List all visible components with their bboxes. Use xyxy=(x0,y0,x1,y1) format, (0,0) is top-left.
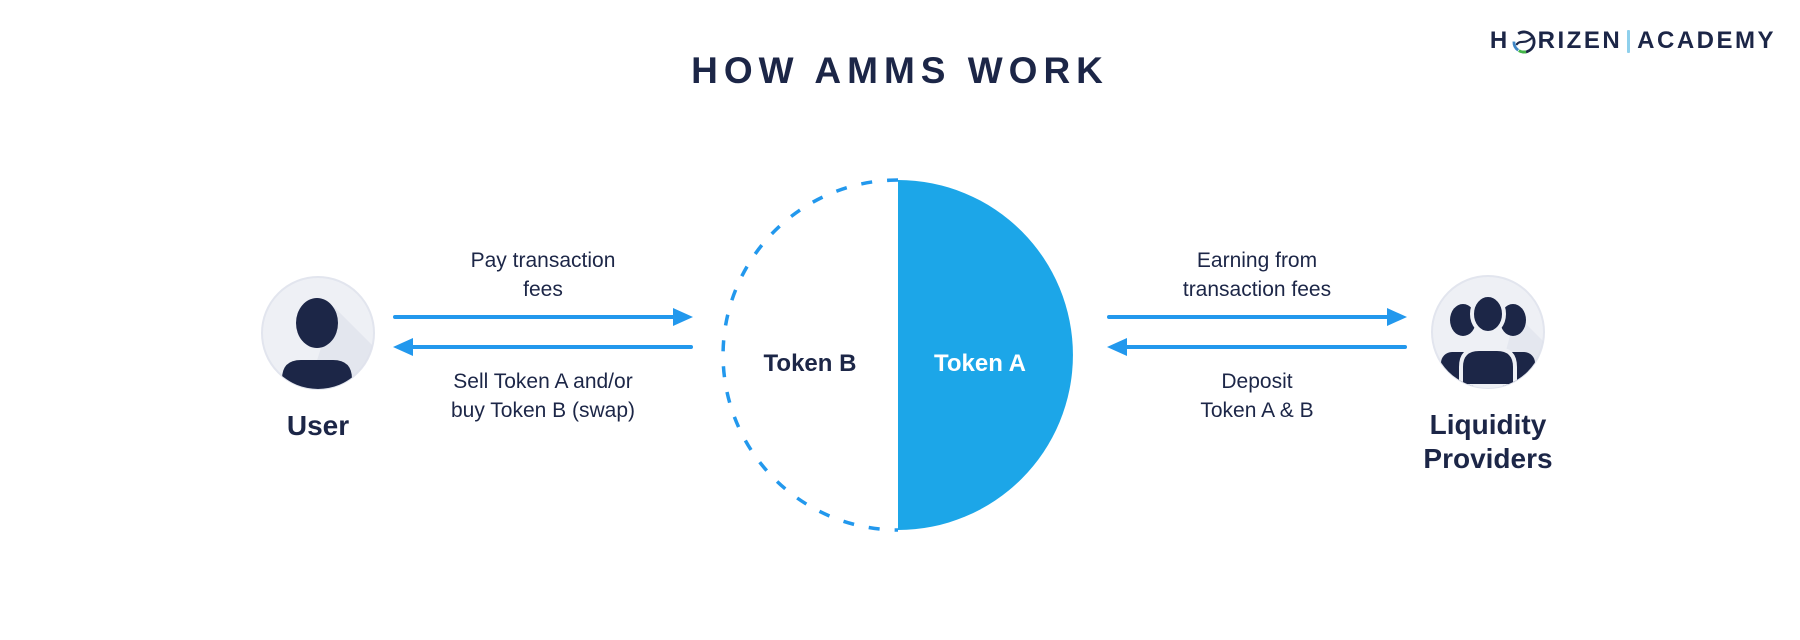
label-line: Deposit xyxy=(1221,370,1293,393)
label-line: Earning from xyxy=(1196,249,1318,272)
label-line: Sell Token A and/or xyxy=(453,370,633,393)
logo-separator xyxy=(1627,29,1631,53)
earning-from-fees-label: Earning from transaction fees xyxy=(1112,246,1402,304)
arrow-left-head-icon xyxy=(393,338,413,356)
label-line: transaction fees xyxy=(1182,278,1332,301)
label-line: fees xyxy=(523,278,563,301)
arrow-right-head-icon xyxy=(673,308,693,326)
token-b-label: Token B xyxy=(763,350,857,377)
arrow-line xyxy=(393,315,675,319)
arrow-line xyxy=(1125,345,1407,349)
logo-text-academy: ACADEMY xyxy=(1637,27,1776,54)
token-a-half xyxy=(898,180,1073,530)
logo-text-rizen: RIZEN xyxy=(1537,27,1623,54)
token-a-label: Token A xyxy=(933,350,1026,377)
deposit-tokens-label: Deposit Token A & B xyxy=(1112,367,1402,425)
token-b-half-dashed-arc xyxy=(721,178,899,532)
label-line: Pay transaction xyxy=(470,249,616,272)
liquidity-providers-label: Liquidity Providers xyxy=(1388,408,1588,476)
user-label: User xyxy=(286,410,350,441)
pay-transaction-fees-label: Pay transaction fees xyxy=(398,246,688,304)
brand-logo: H RIZEN ACADEMY xyxy=(1490,27,1776,55)
diagram-title: HOW AMMS WORK xyxy=(691,50,1109,91)
liquidity-pool-circle xyxy=(721,178,1073,532)
label-line: Token A & B xyxy=(1200,399,1314,422)
arrow-right-head-icon xyxy=(1387,308,1407,326)
user-person-icon xyxy=(261,276,375,390)
logo-text-h: H xyxy=(1489,27,1510,54)
liquidity-providers-group-icon xyxy=(1431,275,1545,389)
arrow-left-head-icon xyxy=(1107,338,1127,356)
lp-label-line1: Liquidity xyxy=(1429,409,1547,440)
swap-label: Sell Token A and/or buy Token B (swap) xyxy=(398,367,688,425)
horizen-swirl-icon xyxy=(1511,29,1537,55)
label-line: buy Token B (swap) xyxy=(450,399,636,422)
lp-label-line2: Providers xyxy=(1423,443,1553,474)
arrow-line xyxy=(1107,315,1389,319)
arrow-line xyxy=(411,345,693,349)
